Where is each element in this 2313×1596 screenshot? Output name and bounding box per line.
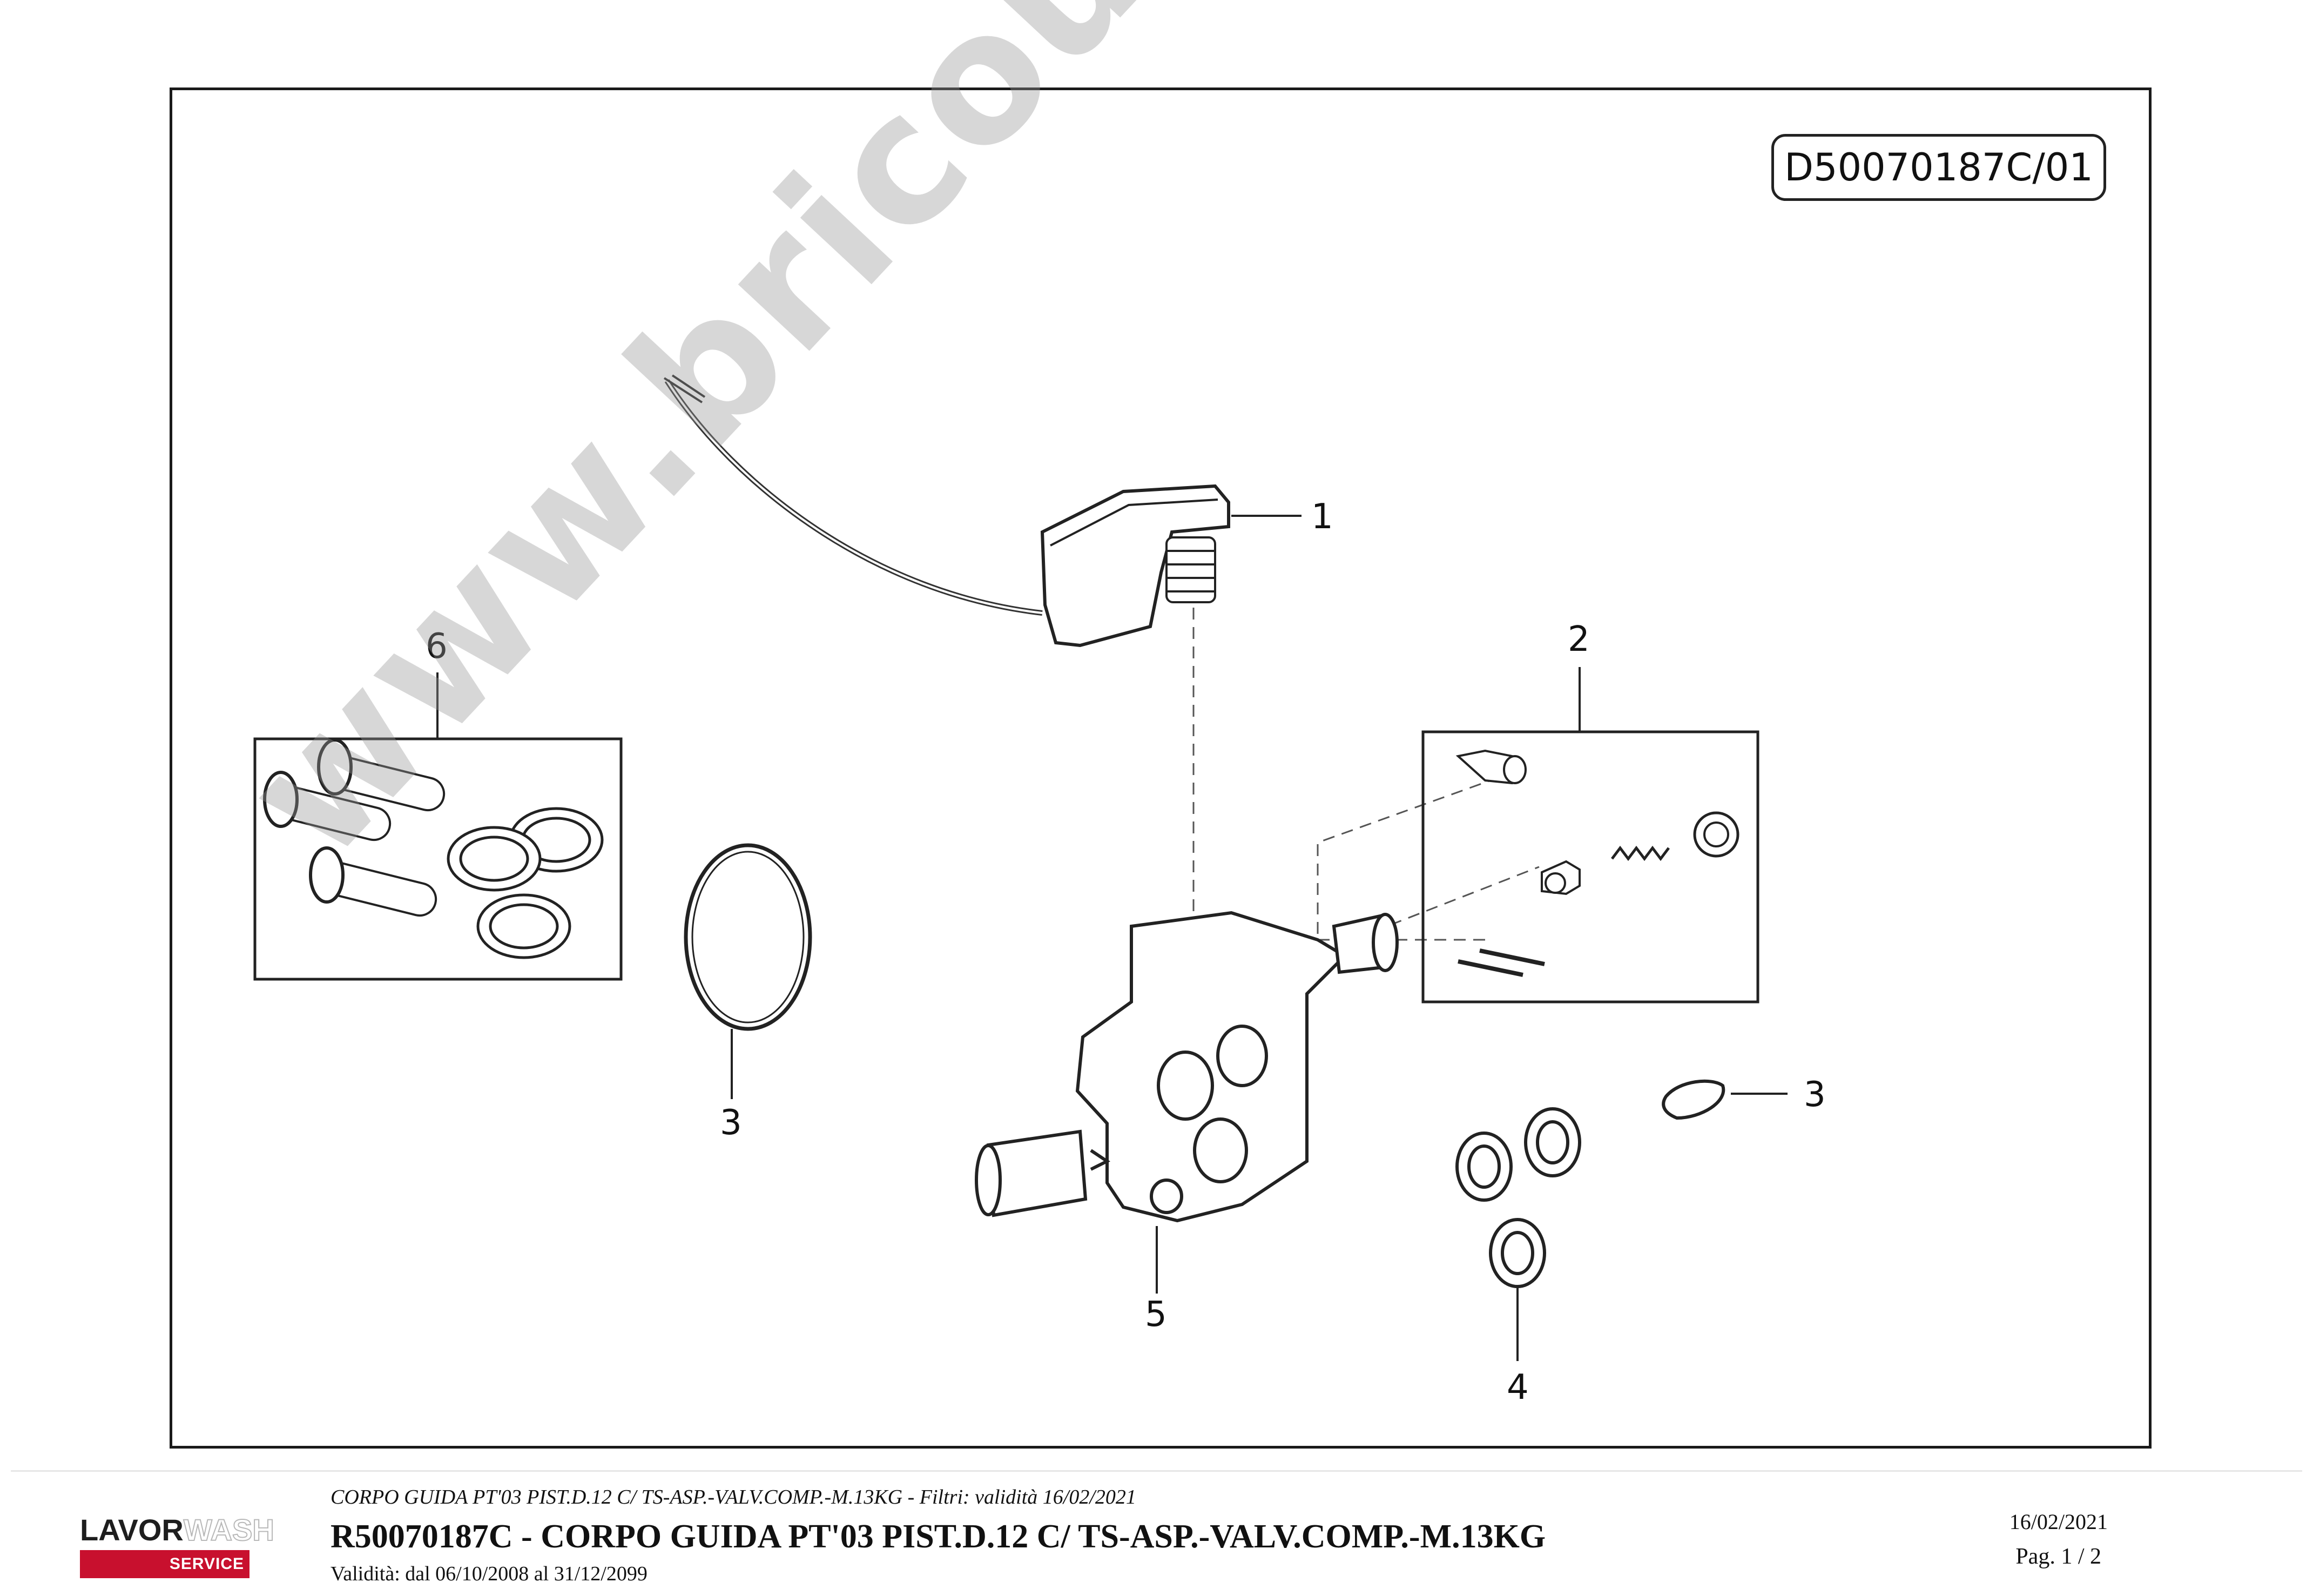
callout-3-o-ring: 3 — [720, 1103, 742, 1143]
logo-brand: LAVOR — [80, 1513, 184, 1547]
lavorwash-service-logo: LAVOR WASH SERVICE — [80, 1512, 275, 1580]
drawing-frame — [170, 87, 2152, 1449]
part-4-seals — [1455, 1107, 1581, 1361]
callout-3-gasket: 3 — [1804, 1075, 1826, 1115]
callout-4: 4 — [1507, 1368, 1529, 1408]
part-6-pistons-springs — [253, 672, 623, 981]
logo-service-bar: SERVICE — [80, 1550, 249, 1578]
callout-1: 1 — [1311, 497, 1333, 537]
callout-6: 6 — [426, 627, 448, 666]
part-2-valve-kit — [1421, 667, 1759, 1004]
footer-divider — [11, 1470, 2302, 1472]
logo-wash: WASH — [183, 1512, 275, 1547]
callout-5: 5 — [1145, 1295, 1167, 1335]
footer-title: R50070187C - CORPO GUIDA PT'03 PIST.D.12… — [331, 1518, 1546, 1555]
footer-subtitle: CORPO GUIDA PT'03 PIST.D.12 C/ TS-ASP.-V… — [331, 1486, 1136, 1509]
footer: LAVOR WASH SERVICE CORPO GUIDA PT'03 PIS… — [0, 1474, 2313, 1596]
footer-date: 16/02/2021 — [2009, 1510, 2108, 1534]
logo-service: SERVICE — [169, 1555, 244, 1573]
callout-2: 2 — [1568, 619, 1590, 659]
part-3-gasket — [1662, 1079, 1788, 1120]
part-1-pressure-switch — [663, 374, 1302, 648]
footer-validity: Validità: dal 06/10/2008 al 31/12/2099 — [331, 1563, 648, 1585]
part-3-o-ring — [684, 843, 812, 1099]
drawing-code-label: D50070187C/01 — [1771, 134, 2106, 201]
part-5-pump-head — [975, 911, 1399, 1294]
footer-page-number: Pag. 1 / 2 — [2015, 1544, 2101, 1569]
